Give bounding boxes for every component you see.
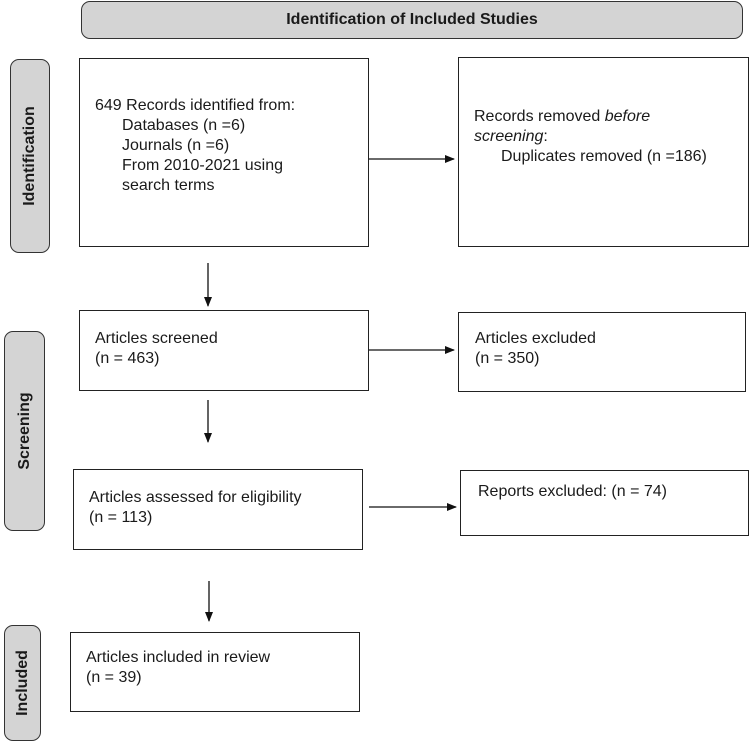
articles-excluded-count: (n = 350) <box>475 350 540 367</box>
articles-assessed-label: Articles assessed for eligibility <box>89 489 302 506</box>
articles-screened-label: Articles screened <box>95 330 218 347</box>
articles-excluded-box: Articles excluded (n = 350) <box>458 312 746 392</box>
records-identified-box: 649 Records identified from: Databases (… <box>79 58 369 247</box>
records-removed-line2: screening: <box>474 128 548 145</box>
diagram-title: Identification of Included Studies <box>81 1 743 39</box>
phase-identification: Identification <box>10 59 50 253</box>
duplicates-removed: Duplicates removed (n =186) <box>501 148 707 165</box>
records-databases: Databases (n =6) <box>122 117 246 134</box>
articles-included-box: Articles included in review (n = 39) <box>70 632 360 712</box>
records-journals: Journals (n =6) <box>122 137 230 154</box>
phase-screening: Screening <box>4 331 45 531</box>
records-removed-line1: Records removed before <box>474 108 651 125</box>
phase-included: Included <box>4 625 41 741</box>
articles-assessed-box: Articles assessed for eligibility (n = 1… <box>73 469 363 550</box>
articles-assessed-count: (n = 113) <box>89 509 153 526</box>
articles-excluded-label: Articles excluded <box>475 330 596 347</box>
articles-included-count: (n = 39) <box>86 669 142 686</box>
articles-screened-box: Articles screened (n = 463) <box>79 310 369 391</box>
records-identified-line1: 649 Records identified from: <box>95 97 296 114</box>
articles-screened-count: (n = 463) <box>95 350 160 367</box>
diagram-title-text: Identification of Included Studies <box>286 11 538 28</box>
records-search-terms: search terms <box>122 177 215 194</box>
articles-included-label: Articles included in review <box>86 649 271 666</box>
reports-excluded-label: Reports excluded: (n = 74) <box>478 483 667 500</box>
records-removed-box: Records removed before screening: Duplic… <box>458 57 749 247</box>
records-date-range: From 2010-2021 using <box>122 157 283 174</box>
reports-excluded-box: Reports excluded: (n = 74) <box>460 470 749 536</box>
